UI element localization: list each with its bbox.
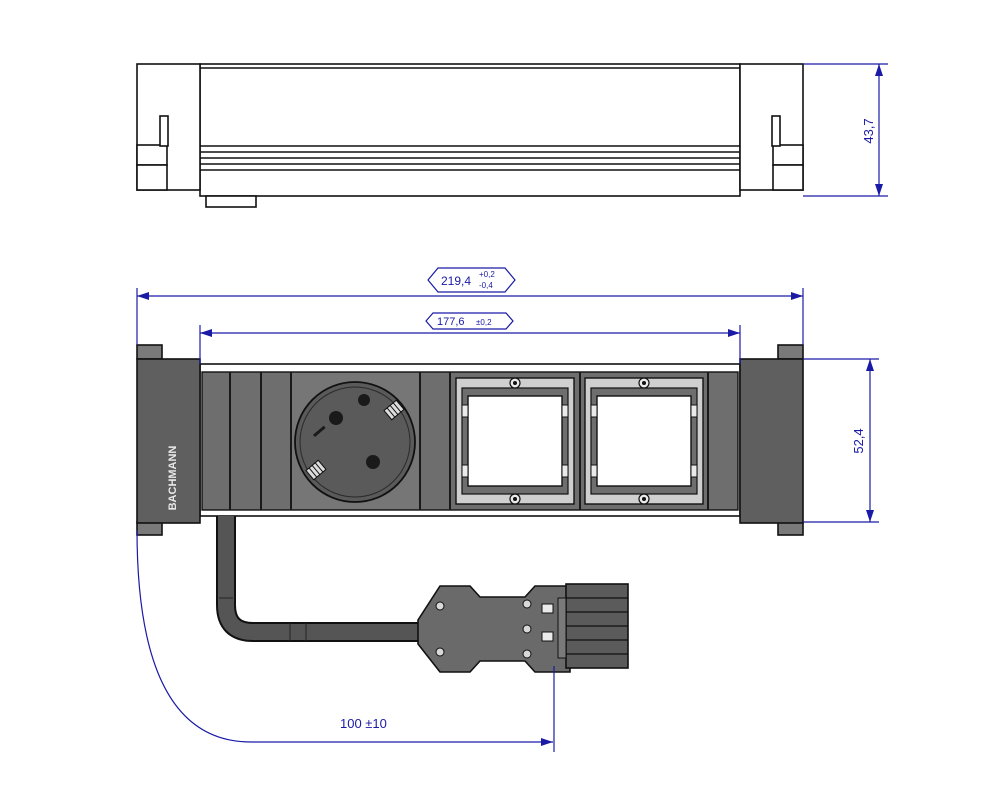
- socket-earth-clip-top: [383, 399, 405, 421]
- overall-width-tol-lower: -0,4: [479, 281, 493, 290]
- socket-pin-hole-top: [358, 394, 370, 406]
- socket-pin-hole-left: [329, 411, 343, 425]
- front-view-right-endcap: [739, 344, 804, 536]
- overall-width-dimension: 219,4 +0,2 -0,4: [136, 267, 804, 345]
- top-view-clip: [205, 195, 257, 208]
- cable-length-dimension: 100 ±10: [136, 529, 555, 752]
- socket-earth-clip-bottom: [305, 459, 327, 481]
- brand-mark: BACHMANN: [167, 446, 179, 511]
- blank-slots: [229, 372, 709, 510]
- inner-width-label: 177,6: [437, 316, 465, 328]
- overall-width-tol-upper: +0,2: [479, 270, 495, 279]
- plug-connector: [417, 583, 629, 673]
- top-view: 43,7: [136, 63, 888, 208]
- front-view-height-label: 52,4: [851, 428, 866, 453]
- top-view-right-endcap: [739, 63, 804, 191]
- data-module-frame-1: [451, 373, 579, 509]
- front-view-height-dimension: 52,4: [803, 358, 879, 523]
- top-view-height-label: 43,7: [861, 118, 876, 143]
- front-view: BACHMANN: [136, 267, 879, 752]
- power-cable: [216, 516, 420, 642]
- socket-face: [294, 381, 416, 503]
- cable-length-label: 100 ±10: [340, 716, 387, 731]
- top-view-height-dimension: 43,7: [803, 63, 888, 197]
- top-view-left-endcap: [136, 63, 201, 191]
- overall-width-label: 219,4: [441, 274, 471, 288]
- data-module-frame-2: [581, 373, 707, 509]
- schuko-socket: [292, 373, 419, 509]
- socket-pin-hole-right: [366, 455, 380, 469]
- inner-width-dimension: 177,6 ±0,2: [199, 312, 741, 364]
- top-view-body: [199, 63, 741, 197]
- inner-width-tol: ±0,2: [476, 318, 492, 327]
- brand-mark-text: BACHMANN: [167, 446, 179, 511]
- front-view-left-endcap: BACHMANN: [136, 344, 201, 536]
- top-view-rails: [200, 145, 740, 171]
